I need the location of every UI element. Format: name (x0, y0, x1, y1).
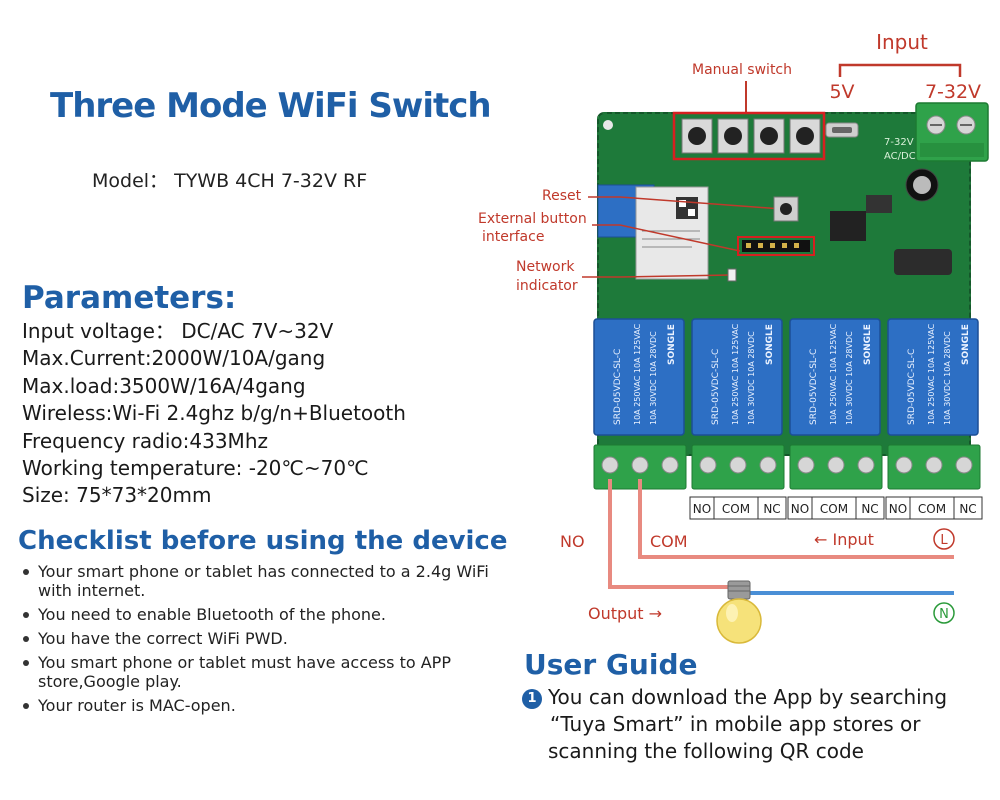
terminal-com: COM (722, 502, 750, 516)
neutral-symbol: N (939, 607, 949, 622)
terminal-no: NO (791, 502, 809, 516)
relay-4-model: SRD-05VDC-SL-C (907, 349, 917, 425)
wiring-output-label: Output → (588, 604, 662, 623)
step-line-1: You can download the App by searching (548, 685, 948, 709)
relay-1-brand: SONGLE (667, 324, 677, 365)
user-guide-step: 1 You can download the App by searching “… (522, 684, 998, 765)
relay-3-rating: 10A 250VAC 10A 125VAC (829, 323, 838, 425)
relay-3-model: SRD-05VDC-SL-C (809, 349, 819, 425)
checklist-item: You have the correct WiFi PWD. (20, 629, 490, 648)
terminal-nc: NC (861, 502, 878, 516)
label-7-32v: 7-32V (925, 81, 981, 103)
live-symbol-icon (933, 528, 955, 550)
checklist-item: You smart phone or tablet must have acce… (20, 653, 490, 691)
reset-label: Reset (542, 188, 582, 204)
param-input-voltage: Input voltage： DC/AC 7V~32V (22, 319, 334, 343)
wiring-no-label: NO (560, 532, 585, 551)
manual-switch-highlight (672, 111, 826, 161)
relay-4: SRD-05VDC-SL-C 10A 250VAC 10A 125VAC 10A… (887, 318, 979, 436)
parameters-list: Input voltage： DC/AC 7V~32V Max.Current:… (22, 318, 406, 510)
manual-switch-buttons (681, 118, 821, 154)
step-line-2: “Tuya Smart” in mobile app stores or (550, 712, 921, 736)
relay-1-rating: 10A 250VAC 10A 125VAC (633, 323, 642, 425)
terminal-no: NO (693, 502, 711, 516)
param-max-current: Max.Current:2000W/10A/gang (22, 346, 326, 371)
output-terminals (593, 444, 981, 490)
param-max-load: Max.load:3500W/16A/4gang (22, 373, 306, 398)
manual-switch-label: Manual switch (692, 62, 792, 78)
external-button-label-line2: interface (482, 229, 544, 245)
checklist-item: Your router is MAC-open. (20, 696, 490, 715)
parameters-heading: Parameters: (22, 280, 237, 316)
relay-2: SRD-05VDC-SL-C 10A 250VAC 10A 125VAC 10A… (691, 318, 783, 436)
checklist-item: Your smart phone or tablet has connected… (20, 562, 490, 600)
input-label: Input (876, 30, 928, 54)
relay-2-rating: 10A 250VAC 10A 125VAC (731, 323, 740, 425)
terminal-no: NO (889, 502, 907, 516)
external-button-label-line1: External button (478, 211, 587, 227)
network-indicator-label-line1: Network (516, 259, 575, 275)
param-frequency: Frequency radio:433Mhz (22, 428, 268, 453)
checklist-heading: Checklist before using the device (18, 526, 508, 556)
wiring-com-label: COM (650, 532, 688, 551)
terminal-nc: NC (959, 502, 976, 516)
param-wireless: Wireless:Wi-Fi 2.4ghz b/g/n+Bluetooth (22, 401, 406, 426)
relay-2-brand: SONGLE (765, 324, 775, 365)
relay-4-brand: SONGLE (961, 324, 971, 365)
terminal-com: COM (918, 502, 946, 516)
wiring (608, 479, 954, 595)
terminal-nc: NC (763, 502, 780, 516)
board-marking-acdc: AC/DC (884, 151, 916, 162)
relay-3-brand: SONGLE (863, 324, 873, 365)
step-number-badge: 1 (522, 689, 542, 709)
ic-chip (830, 211, 866, 241)
network-indicator-label-line2: indicator (516, 278, 578, 294)
page-title: Three Mode WiFi Switch (50, 86, 492, 126)
relay-3-rating2: 10A 30VDC 10A 28VDC (845, 331, 854, 425)
param-size: Size: 75*73*20mm (22, 483, 212, 508)
relay-4-rating2: 10A 30VDC 10A 28VDC (943, 331, 952, 425)
terminal-labels: NO COM NC NO COM NC NO COM NC (689, 496, 983, 520)
param-temperature: Working temperature: -20℃~70℃ (22, 456, 369, 481)
relay-4-rating: 10A 250VAC 10A 125VAC (927, 323, 936, 425)
external-button-highlight (737, 236, 815, 256)
network-led (727, 268, 737, 282)
relay-3: SRD-05VDC-SL-C 10A 250VAC 10A 125VAC 10A… (789, 318, 881, 436)
user-guide-heading: User Guide (524, 648, 698, 681)
wiring-input-label: ← Input (814, 530, 874, 549)
step-line-3: scanning the following QR code (548, 739, 864, 763)
rf-module (894, 249, 952, 275)
live-symbol: L (940, 533, 948, 548)
wiring-diagram: Input 5V 7-32V 7-32V AC/DC Manual switch (478, 30, 989, 644)
checklist-item: You need to enable Bluetooth of the phon… (20, 605, 490, 624)
relay-1-rating2: 10A 30VDC 10A 28VDC (649, 331, 658, 425)
relay-1-model: SRD-05VDC-SL-C (613, 349, 623, 425)
relay-1: SRD-05VDC-SL-C 10A 250VAC 10A 125VAC 10A… (593, 318, 685, 436)
input-bracket (838, 63, 962, 77)
power-terminal (915, 102, 989, 162)
model-text: Model： TYWB 4CH 7-32V RF (92, 170, 368, 192)
neutral-symbol-icon (933, 602, 955, 624)
relay-2-rating2: 10A 30VDC 10A 28VDC (747, 331, 756, 425)
relay-2-model: SRD-05VDC-SL-C (711, 349, 721, 425)
light-bulb-icon (716, 580, 762, 644)
label-5v: 5V (829, 81, 854, 103)
pin-header (742, 240, 810, 252)
checklist: Your smart phone or tablet has connected… (20, 562, 490, 720)
board-marking-voltage: 7-32V (884, 137, 914, 148)
terminal-com: COM (820, 502, 848, 516)
